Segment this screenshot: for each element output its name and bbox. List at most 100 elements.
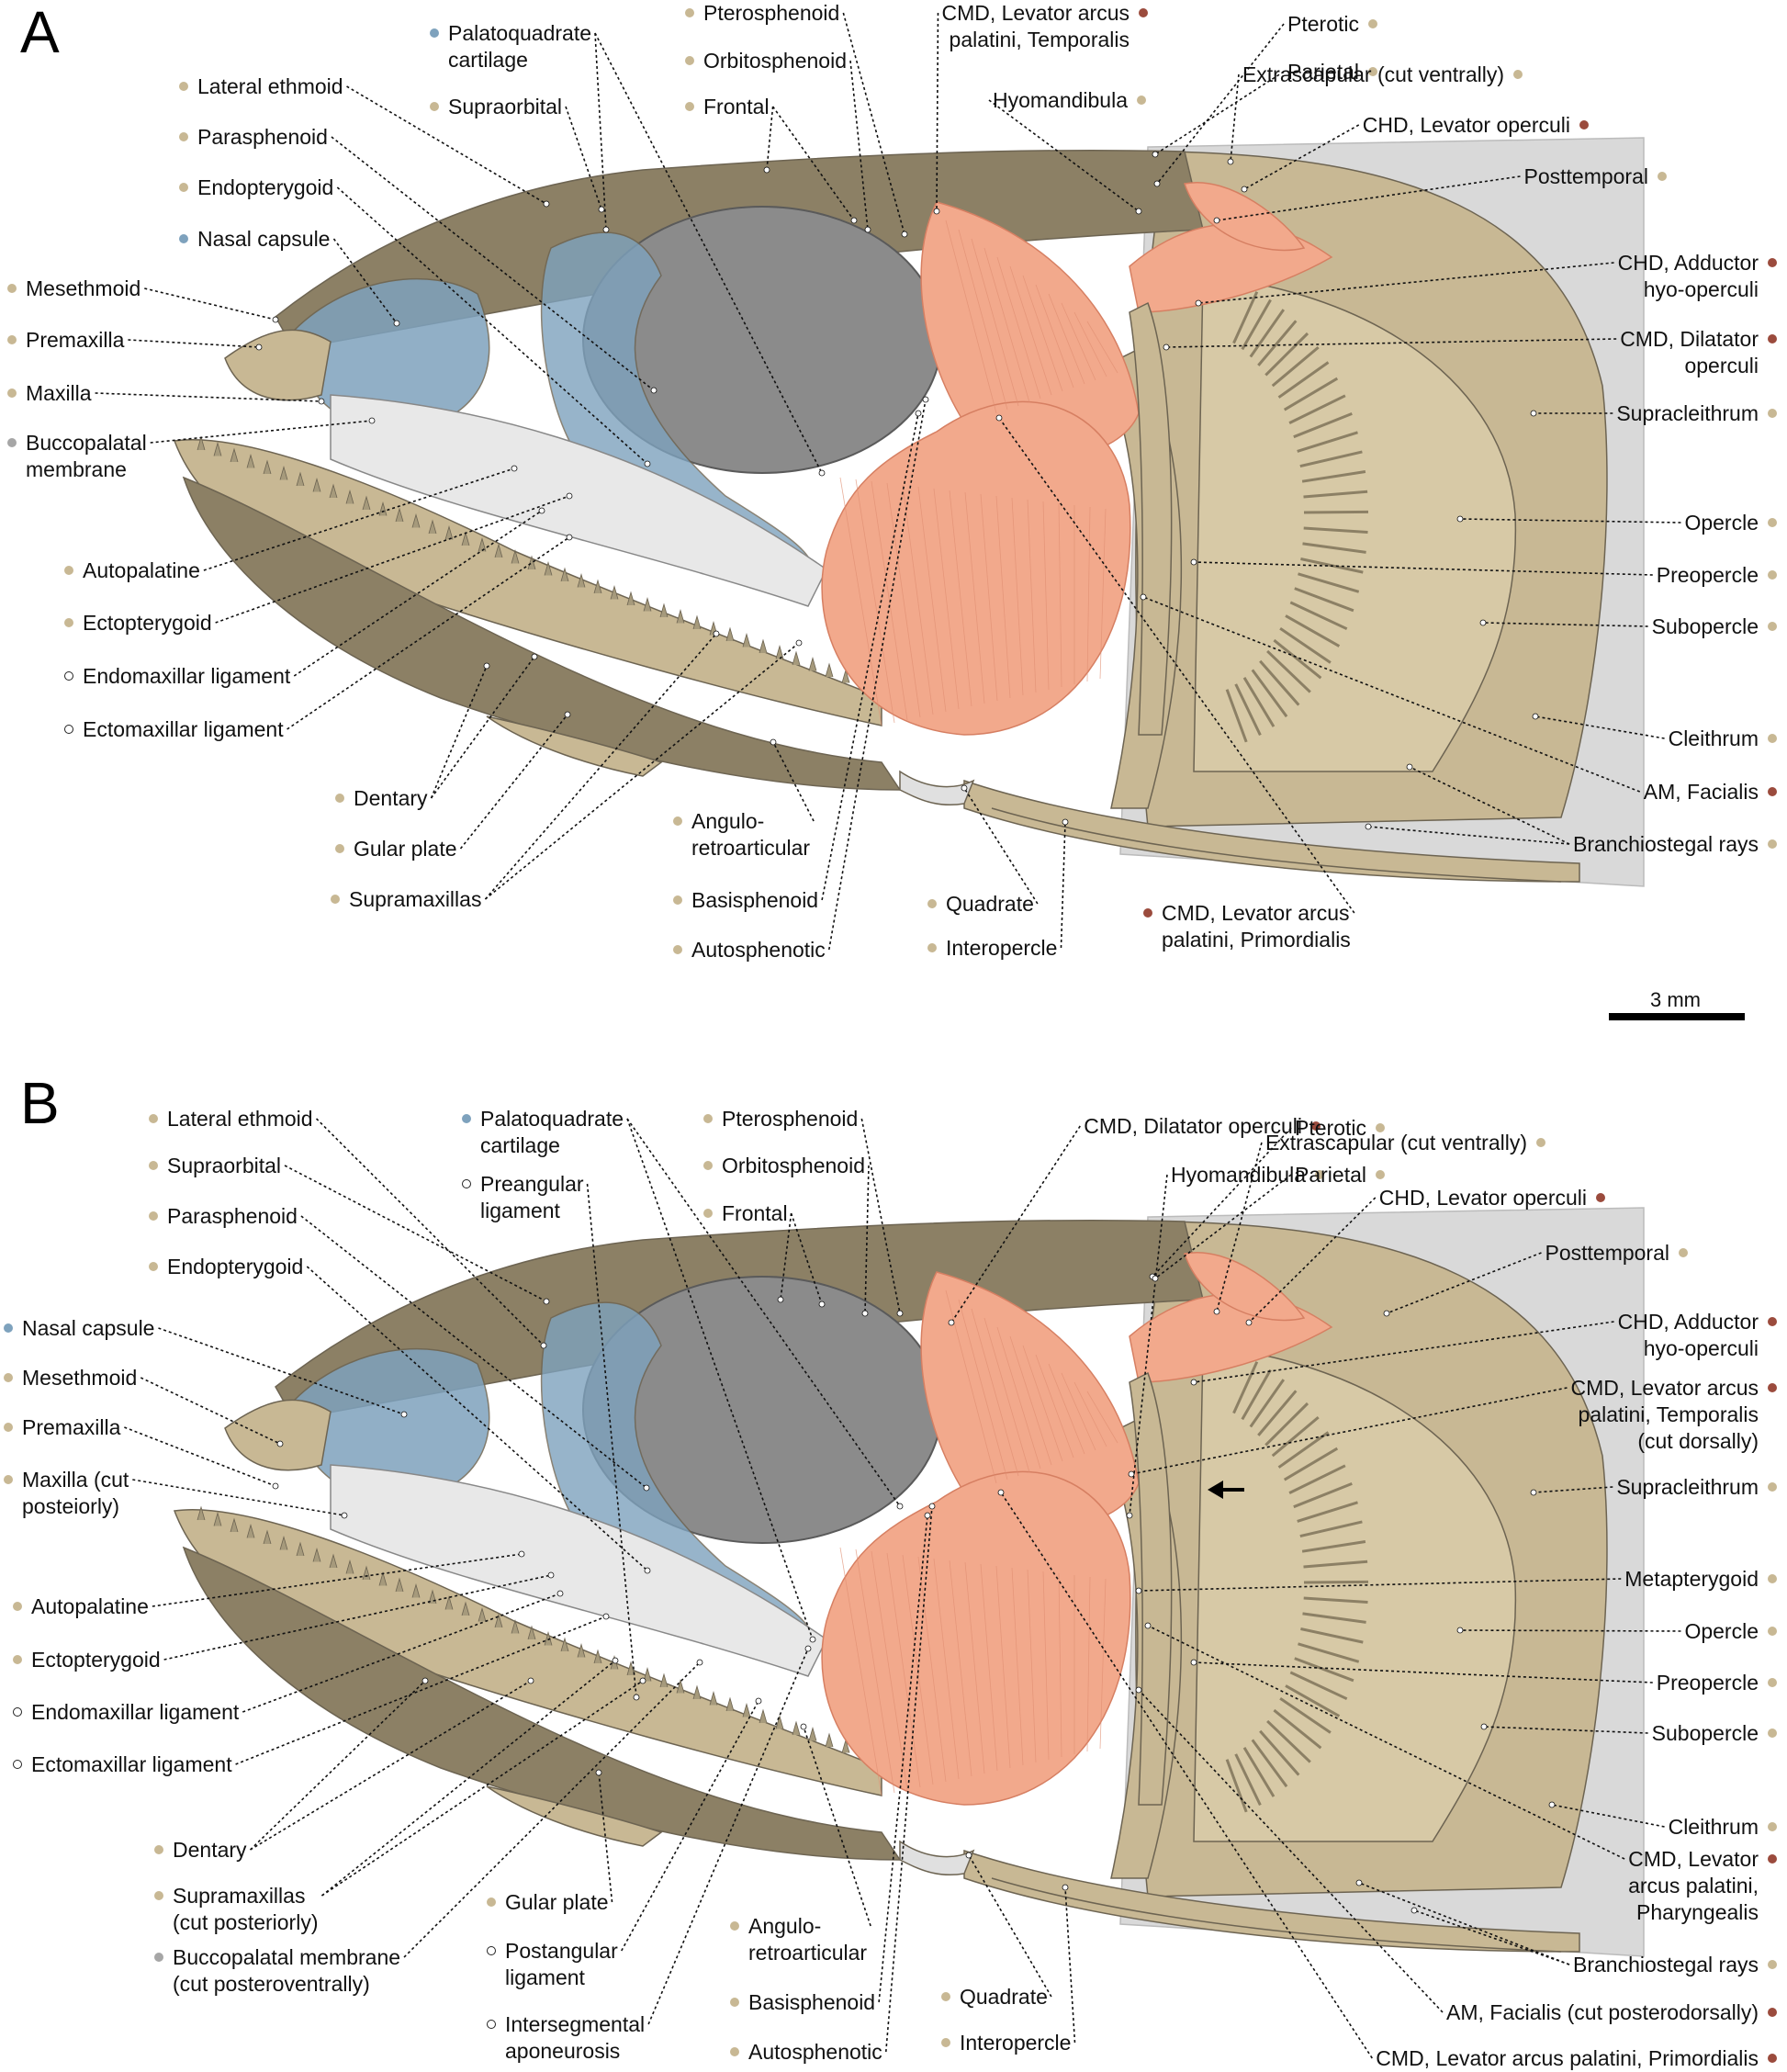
label-0-13: Supraorbital: [430, 94, 562, 120]
legend-dot: [13, 1601, 22, 1611]
label-1-0: Lateral ethmoid: [149, 1106, 313, 1132]
label-0-31: AM, Facialis: [1644, 779, 1777, 805]
legend-dot: [685, 101, 694, 111]
label-text: Opercle: [1684, 1619, 1759, 1643]
label-1-43: Basisphenoid: [730, 1989, 875, 2016]
legend-dot: [1768, 569, 1777, 580]
label-text: Supramaxillas(cut posteriorly): [173, 1884, 319, 1934]
label-0-9: Ectopterygoid: [64, 610, 212, 636]
label-text: Mesethmoid: [22, 1366, 138, 1390]
label-0-5: Premaxilla: [7, 327, 124, 354]
label-0-0: Lateral ethmoid: [179, 73, 343, 100]
legend-dot: [154, 1952, 163, 1962]
fish-head-b: [173, 1207, 1645, 1957]
legend-dot: [685, 55, 694, 65]
legend-dot: [1376, 1122, 1385, 1132]
label-0-10: Endomaxillar ligament: [64, 663, 290, 690]
label-0-20: Parietal: [1287, 59, 1377, 85]
label-text: Preopercle: [1656, 1671, 1759, 1695]
legend-dot: [13, 1654, 22, 1664]
legend-dot: [1768, 333, 1777, 343]
legend-dot: [7, 437, 17, 447]
label-0-33: Dentary: [335, 785, 428, 812]
label-text: AM, Facialis: [1643, 780, 1759, 804]
label-1-3: Endopterygoid: [149, 1254, 303, 1280]
legend-dot: [730, 2046, 739, 2056]
label-0-16: Frontal: [685, 94, 770, 120]
label-1-45: Quadrate: [941, 1984, 1048, 2010]
legend-dot: [703, 1113, 713, 1123]
legend-dot: [1768, 1728, 1777, 1738]
legend-dot: [1143, 907, 1152, 918]
label-0-27: Opercle: [1684, 510, 1777, 536]
legend-dot: [1768, 839, 1777, 849]
label-text: Ectomaxillar ligament: [83, 717, 284, 741]
label-text: Buccopalatal membrane(cut posteroventral…: [173, 1945, 401, 1996]
legend-dot: [462, 1178, 471, 1188]
label-text: AM, Facialis (cut posterodorsally): [1446, 2000, 1759, 2024]
label-text: Endomaxillar ligament: [83, 664, 291, 688]
legend-dot: [1768, 2007, 1777, 2017]
label-0-23: Posttemporal: [1523, 163, 1667, 190]
label-0-35: Supramaxillas: [331, 886, 481, 913]
label-text: Ectopterygoid: [83, 611, 212, 635]
label-0-38: Autosphenotic: [673, 937, 826, 963]
label-1-14: Buccopalatal membrane(cut posteroventral…: [154, 1944, 400, 1998]
label-text: Supramaxillas: [349, 887, 482, 911]
legend-dot: [4, 1474, 13, 1484]
label-0-29: Subopercle: [1652, 614, 1777, 640]
legend-dot: [64, 565, 73, 575]
label-1-30: Metapterygoid: [1624, 1566, 1777, 1593]
label-1-25: CHD, Levator operculi: [1379, 1185, 1605, 1211]
label-text: Cleithrum: [1668, 1815, 1759, 1839]
legend-dot: [1137, 95, 1146, 105]
label-text: Supracleithrum: [1616, 401, 1759, 425]
label-1-38: CMD, Levator arcus palatini, Primordiali…: [1376, 2045, 1777, 2072]
legend-dot: [941, 2037, 950, 2047]
scale-bar-label: 3 mm: [1650, 988, 1701, 1011]
label-text: Orbitosphenoid: [722, 1154, 865, 1177]
label-text: Extrascapular (cut ventrally): [1264, 1131, 1527, 1154]
legend-dot: [1311, 1120, 1321, 1131]
label-text: Supraorbital: [448, 95, 563, 118]
fish-head-a: [173, 137, 1645, 887]
label-text: Pterotic: [1295, 1116, 1366, 1140]
label-1-6: Premaxilla: [4, 1414, 120, 1441]
legend-dot: [703, 1208, 713, 1218]
label-0-19: Pterotic: [1287, 11, 1377, 38]
legend-dot: [1315, 1169, 1324, 1179]
legend-dot: [64, 724, 73, 734]
label-1-46: Interopercle: [941, 2030, 1071, 2056]
label-text: Gular plate: [354, 837, 457, 861]
label-text: Basisphenoid: [748, 1990, 876, 2014]
legend-dot: [673, 944, 682, 954]
legend-dot: [1368, 66, 1377, 76]
legend-dot: [673, 895, 682, 905]
label-0-14: Pterosphenoid: [685, 0, 839, 27]
label-1-11: Ectomaxillar ligament: [13, 1751, 232, 1778]
legend-dot: [179, 131, 188, 141]
label-1-12: Dentary: [154, 1837, 247, 1864]
legend-dot: [1768, 257, 1777, 267]
label-text: CHD, Levator operculi: [1362, 113, 1570, 137]
label-0-21: Extrascapular (cut ventrally): [1242, 62, 1523, 88]
label-0-1: Parasphenoid: [179, 124, 328, 151]
label-text: CHD, Levator operculi: [1378, 1186, 1587, 1210]
label-text: Gular plate: [505, 1890, 609, 1914]
